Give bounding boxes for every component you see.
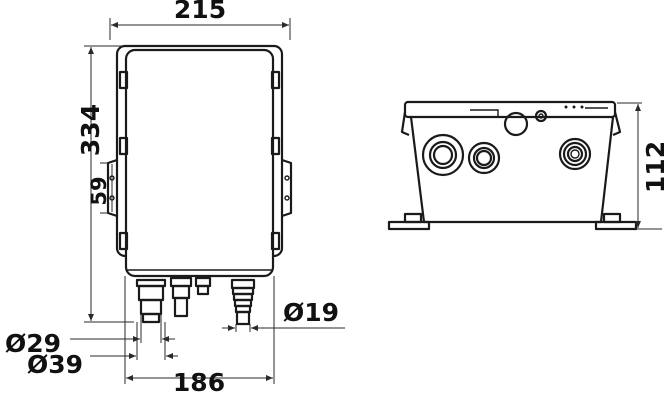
label-side-height: 112 (641, 141, 669, 193)
port-small (230, 278, 256, 326)
side-view: 112 (387, 100, 669, 231)
dim-port-small (222, 324, 345, 332)
dim-port-large (90, 322, 178, 360)
side-port-small (558, 137, 592, 171)
dim-port-medium (70, 314, 175, 343)
indicator-dots (564, 105, 584, 109)
dim-overall-width (109, 18, 291, 40)
side-port-top (503, 109, 548, 137)
dim-base-width (124, 276, 275, 384)
label-bracket-height: 59 (87, 176, 111, 205)
dim-height (84, 45, 134, 323)
left-frame-clips (118, 70, 129, 251)
side-port-medium (467, 141, 501, 175)
right-mounting-bracket (281, 158, 293, 218)
port-large (135, 278, 167, 324)
label-port-medium-diameter: Ø29 (5, 329, 61, 358)
label-height: 334 (76, 104, 105, 156)
right-frame-clips (270, 70, 281, 251)
dim-bracket-height (100, 162, 113, 214)
side-body (409, 116, 615, 224)
front-view: 215 334 59 Ø19 Ø29 Ø39 186 (5, 0, 345, 397)
front-box-body (124, 48, 275, 278)
label-port-large-diameter: Ø39 (27, 350, 83, 379)
label-overall-width: 215 (174, 0, 226, 24)
side-port-large (421, 133, 465, 177)
label-base-width: 186 (173, 368, 225, 397)
label-port-small-diameter: Ø19 (283, 298, 339, 327)
port-plug (194, 276, 212, 296)
dim-side-height (617, 102, 662, 230)
side-lid (403, 100, 617, 119)
port-medium (169, 276, 193, 318)
